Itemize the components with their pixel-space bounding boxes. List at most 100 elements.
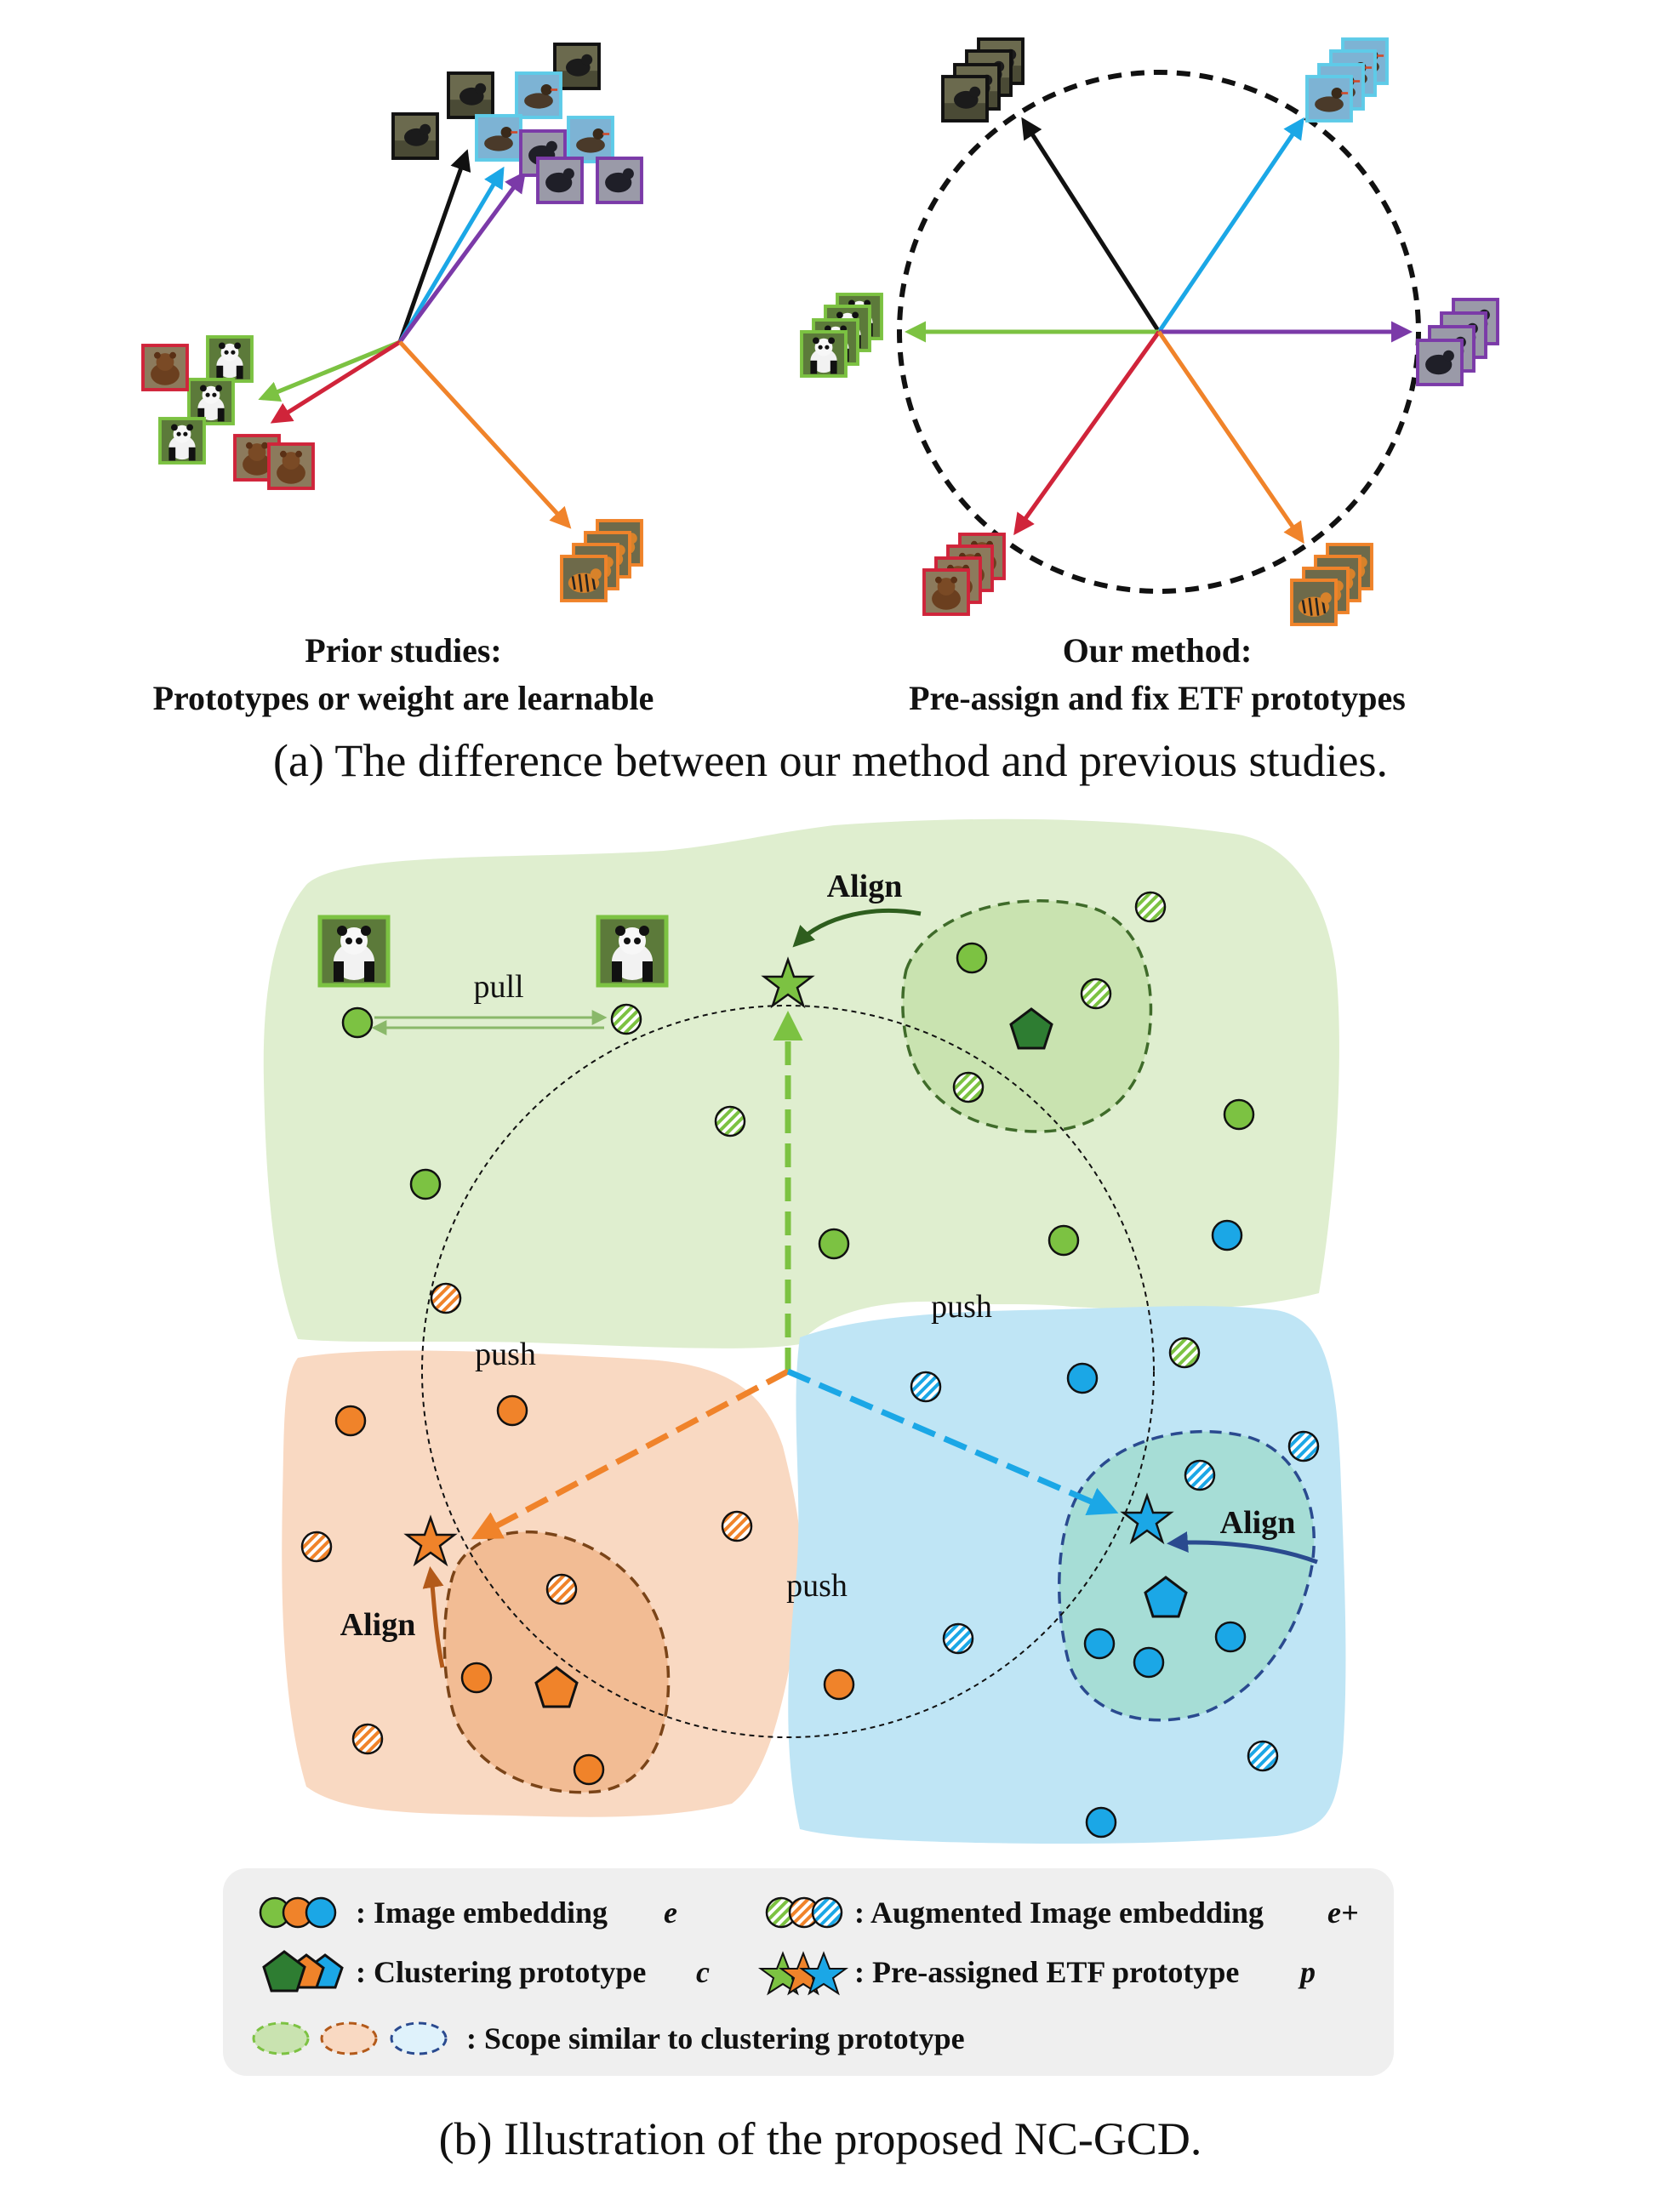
embedding-dot [1047, 1224, 1080, 1257]
augmented-dot [910, 1371, 942, 1403]
align-label-orange: Align [340, 1607, 416, 1643]
ours-thumb-bird-stack [941, 37, 1025, 123]
prior-thumb-duck-1 [515, 71, 562, 119]
prior-thumb-duck-3 [567, 116, 614, 163]
panel-a-caption: (a) The difference between our method an… [273, 735, 1388, 786]
augmented-dot [942, 1622, 974, 1655]
pull-label: pull [473, 969, 523, 1005]
prior-thumb-duck-2 [475, 114, 522, 162]
legend-image-embedding-symbol: e [664, 1896, 677, 1930]
ours-thumb-tiger-stack [1290, 543, 1373, 626]
ours-caption-line2: Pre-assign and fix ETF prototypes [909, 679, 1406, 717]
augmented-dot [1168, 1337, 1201, 1369]
augmented-dot [545, 1573, 578, 1605]
augmented-dot [1080, 978, 1112, 1010]
orange-augmented [300, 1282, 753, 1755]
augmented-dot [1247, 1740, 1279, 1772]
embedding-dot [1214, 1621, 1247, 1653]
panel-a-ours-diagram [800, 37, 1499, 626]
panel-b-caption: (b) Illustration of the proposed NC-GCD. [439, 2113, 1202, 2164]
ours-thumb-duck-stack [1305, 37, 1389, 123]
ours-caption-line1: Our method: [1063, 631, 1253, 670]
panel-b-diagram: Align Align Align pull push push push [263, 818, 1346, 1844]
prior-thumb-bear-3 [267, 442, 315, 490]
augmented-dot [952, 1071, 985, 1103]
embedding-dot [956, 942, 988, 974]
augmented-dot [1134, 891, 1167, 923]
blue-embeddings [1066, 1219, 1247, 1839]
ours-thumb-panda-stack [800, 293, 883, 378]
embedding-dot [818, 1228, 850, 1260]
embedding-dot [823, 1668, 855, 1701]
region-green [263, 818, 1339, 1348]
legend-etf-label: : Pre-assigned ETF prototype [854, 1955, 1239, 1989]
legend-scope-label: : Scope similar to clustering prototype [466, 2021, 965, 2055]
legend-box: : Image embedding e : Augmented Image em… [223, 1868, 1394, 2076]
embedding-dot [1211, 1219, 1243, 1251]
etf-circle [897, 70, 1421, 594]
panel-b-panda-thumb-2 [596, 915, 669, 988]
embedding-dot [341, 1006, 374, 1039]
embedding-dot [334, 1405, 367, 1437]
orange-embeddings [334, 1394, 855, 1786]
legend-scope-icon [252, 2021, 448, 2055]
prior-arrow-blue [397, 166, 505, 344]
prior-thumb-bird-1 [391, 112, 439, 160]
legend-augmented-symbol: e+ [1327, 1896, 1359, 1930]
embedding-dot [409, 1168, 442, 1200]
prior-thumb-panda-2 [187, 378, 235, 425]
ours-arrow-red [1013, 330, 1162, 536]
augmented-dot [351, 1723, 384, 1755]
prior-thumb-crow-2 [596, 157, 643, 204]
prior-caption-line1: Prior studies: [305, 631, 501, 670]
align-label-blue: Align [1220, 1505, 1296, 1541]
legend-image-embedding-label: : Image embedding [356, 1896, 608, 1930]
push-label-top: push [931, 1289, 992, 1325]
embedding-dot [1085, 1806, 1117, 1839]
ours-arrow-blue [1156, 117, 1304, 334]
green-embeddings [341, 942, 1255, 1260]
clustering-prototype-orange [534, 1666, 579, 1708]
prior-arrow-red [270, 339, 402, 424]
legend-embedding-icon [259, 1896, 337, 1929]
etf-prototype-green [761, 956, 815, 1009]
ours-arrow-orange [1156, 330, 1304, 544]
etf-arrow-blue [786, 1368, 1119, 1516]
align-label-green: Align [827, 869, 903, 904]
embedding-dot [1066, 1362, 1099, 1394]
ours-thumb-bear-stack [922, 533, 1006, 616]
prior-thumb-bear-1 [141, 344, 189, 391]
embedding-dot [573, 1753, 605, 1786]
legend-augmented-label: : Augmented Image embedding [854, 1896, 1264, 1930]
clustering-prototype-green [1009, 1007, 1053, 1050]
prior-arrow-green [258, 339, 401, 402]
augmented-dot [430, 1282, 462, 1314]
blue-augmented [910, 1371, 1320, 1772]
augmented-dot [1184, 1459, 1216, 1491]
embedding-dot [1133, 1646, 1165, 1679]
augmented-dot [610, 1003, 642, 1035]
etf-arrow-orange [471, 1368, 790, 1540]
push-label-bottom: push [786, 1568, 848, 1604]
augmented-dot [714, 1105, 746, 1137]
prior-thumb-panda-1 [206, 335, 254, 383]
legend-etf-symbol: p [1298, 1955, 1316, 1989]
legend-pentagon-icon [262, 1950, 344, 1993]
align-arrow-orange [422, 1566, 445, 1668]
augmented-dot [1287, 1430, 1320, 1462]
ours-thumb-crow-stack [1416, 298, 1499, 386]
augmented-dot [300, 1531, 333, 1563]
clustering-prototype-blue [1144, 1576, 1188, 1618]
etf-prototype-orange [403, 1514, 458, 1567]
panel-a-prior-diagram [141, 43, 643, 602]
embedding-dot [1223, 1098, 1255, 1131]
green-augmented [610, 891, 1201, 1369]
scope-blue [1058, 1429, 1316, 1722]
legend-clustering-label: : Clustering prototype [356, 1955, 646, 1989]
ours-arrow-black [1021, 117, 1162, 334]
legend-star-icon [757, 1951, 849, 1996]
panel-b-panda-thumb-1 [317, 915, 391, 988]
augmented-dot [721, 1510, 753, 1542]
legend-augmented-icon [765, 1896, 843, 1929]
prior-thumb-crow-3 [536, 157, 584, 204]
